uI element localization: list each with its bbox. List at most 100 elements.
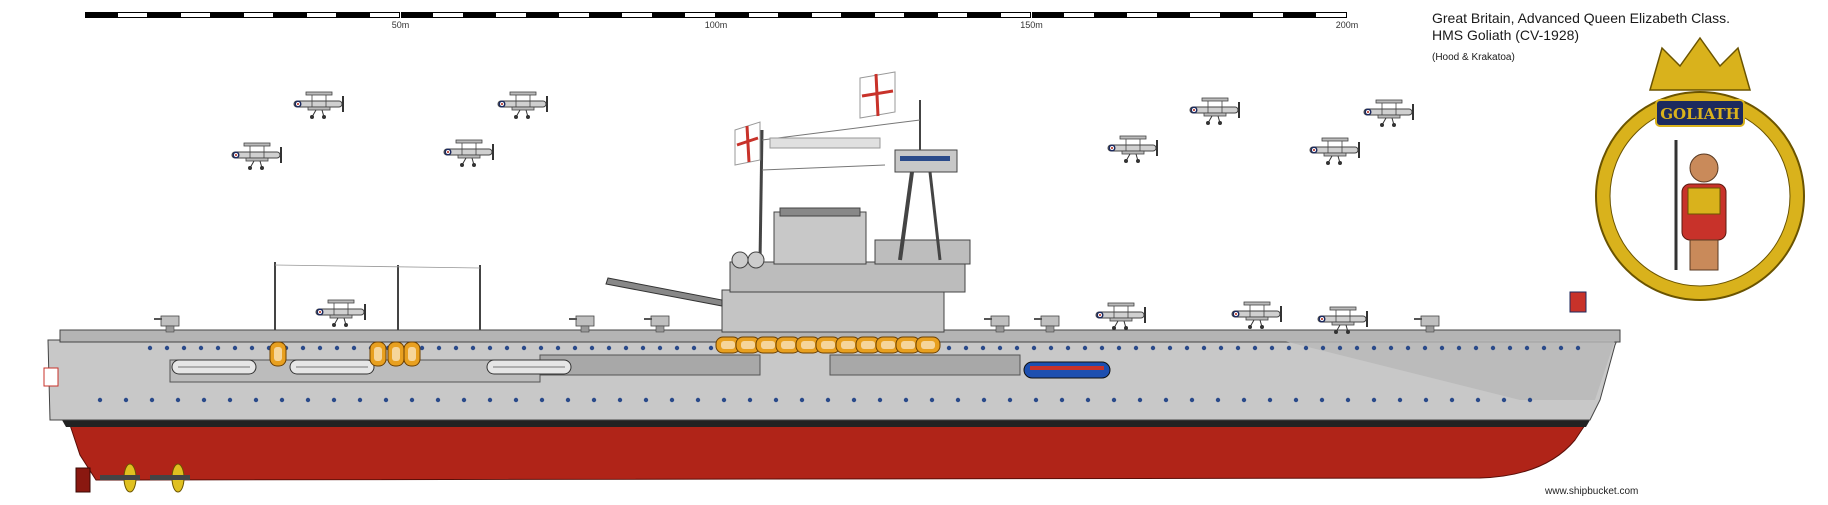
porthole — [640, 345, 646, 351]
porthole — [279, 397, 285, 403]
porthole — [487, 397, 493, 403]
scale-segment — [999, 12, 1032, 18]
porthole — [1167, 345, 1173, 351]
scale-segment — [305, 12, 338, 18]
aircraft-5 — [1189, 97, 1241, 126]
porthole — [1337, 345, 1343, 351]
porthole — [1354, 345, 1360, 351]
porthole — [1388, 345, 1394, 351]
scale-segment — [652, 12, 685, 18]
porthole — [331, 397, 337, 403]
porthole — [305, 397, 311, 403]
aircraft-3 — [231, 142, 283, 171]
porthole — [487, 345, 493, 351]
scale-segment — [905, 12, 937, 18]
badge-name: GOLIATH — [1660, 105, 1740, 123]
porthole — [317, 345, 323, 351]
scale-segment — [1189, 12, 1221, 18]
porthole — [1319, 397, 1325, 403]
porthole — [1320, 345, 1326, 351]
porthole — [877, 397, 883, 403]
porthole — [175, 397, 181, 403]
rigging — [761, 164, 886, 171]
hangar-opening — [539, 354, 761, 376]
tripod-mast — [898, 171, 914, 261]
scale-segment — [432, 12, 464, 18]
porthole — [747, 397, 753, 403]
scale-segment — [747, 12, 780, 18]
porthole — [300, 345, 306, 351]
porthole — [1475, 397, 1481, 403]
scale-segment — [716, 12, 748, 18]
porthole — [1507, 345, 1513, 351]
porthole — [1473, 345, 1479, 351]
porthole — [1527, 397, 1533, 403]
porthole — [695, 397, 701, 403]
scale-segment — [1126, 12, 1158, 18]
porthole — [539, 397, 545, 403]
porthole — [201, 397, 207, 403]
porthole — [164, 345, 170, 351]
porthole — [1014, 345, 1020, 351]
porthole — [1099, 345, 1105, 351]
porthole — [1439, 345, 1445, 351]
porthole — [383, 397, 389, 403]
porthole — [232, 345, 238, 351]
porthole — [851, 397, 857, 403]
scale-tick-label: 50m — [391, 20, 410, 30]
porthole — [1163, 397, 1169, 403]
boat-4-stripe — [1030, 366, 1104, 370]
scale-segment — [242, 12, 275, 18]
porthole — [589, 345, 595, 351]
porthole — [1215, 397, 1221, 403]
porthole — [1137, 397, 1143, 403]
scale-segment — [274, 12, 306, 18]
porthole — [461, 397, 467, 403]
porthole — [409, 397, 415, 403]
porthole — [249, 345, 255, 351]
porthole — [1218, 345, 1224, 351]
porthole — [351, 345, 357, 351]
life-float — [369, 341, 387, 367]
boat-1 — [171, 359, 257, 375]
porthole — [453, 345, 459, 351]
searchlight — [747, 251, 765, 269]
scale-tick-label: 100m — [704, 20, 728, 30]
title-line-3: (Hood & Krakatoa) — [1432, 52, 1515, 63]
life-float — [403, 341, 421, 367]
porthole — [1048, 345, 1054, 351]
scale-segment — [148, 12, 180, 18]
scale-segment — [1220, 12, 1253, 18]
porthole — [929, 397, 935, 403]
porthole — [1456, 345, 1462, 351]
porthole — [1558, 345, 1564, 351]
scale-segment — [495, 12, 527, 18]
porthole — [617, 397, 623, 403]
porthole — [825, 397, 831, 403]
rigging — [761, 119, 921, 141]
scale-segment — [968, 12, 1000, 18]
porthole — [521, 345, 527, 351]
porthole — [708, 345, 714, 351]
life-float — [269, 341, 287, 367]
porthole — [1150, 345, 1156, 351]
porthole — [1449, 397, 1455, 403]
radio-wire — [274, 264, 481, 269]
porthole — [1293, 397, 1299, 403]
title-block: Great Britain, Advanced Queen Elizabeth … — [1432, 10, 1730, 63]
aircraft-2 — [497, 91, 549, 120]
scale-segment — [1031, 12, 1064, 18]
porthole — [1241, 397, 1247, 403]
scale-segment — [463, 12, 496, 18]
porthole — [1184, 345, 1190, 351]
scale-segment — [1283, 12, 1316, 18]
porthole — [1524, 345, 1530, 351]
porthole — [572, 345, 578, 351]
porthole — [1575, 345, 1581, 351]
scale-segment — [116, 12, 149, 18]
tripod-leg — [928, 171, 942, 261]
porthole — [1422, 345, 1428, 351]
union-jack — [1569, 291, 1587, 313]
porthole — [1490, 345, 1496, 351]
porthole — [435, 397, 441, 403]
